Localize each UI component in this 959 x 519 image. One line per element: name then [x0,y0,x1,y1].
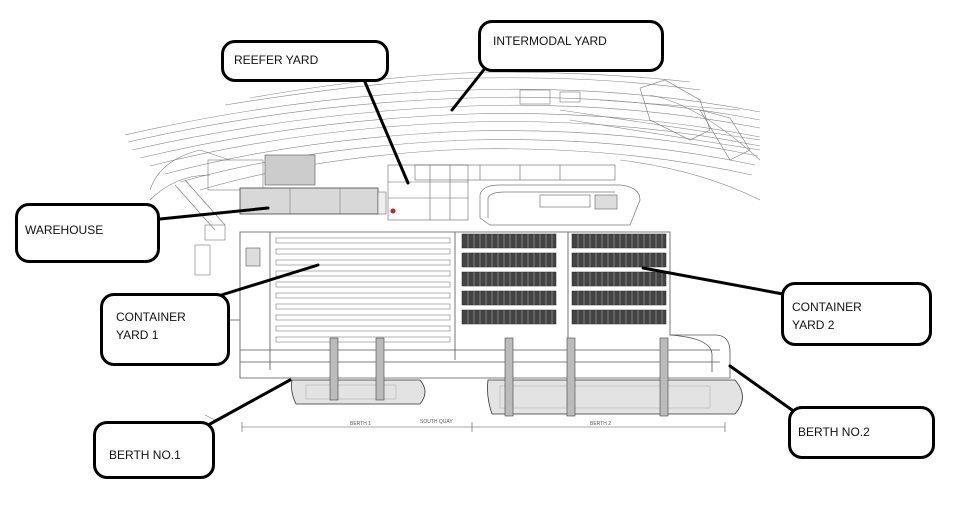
quay-dimension-line [241,422,726,432]
ship-berth-1 [291,379,426,405]
quay-cranes [329,337,669,417]
container-yard-1 [275,237,451,343]
callout-warehouse: WAREHOUSE [15,203,160,263]
yard-2-stack [461,252,557,268]
callout-berth-1: BERTH NO.1 [93,421,215,479]
callout-leaders [158,60,794,426]
reefer-yard-blocks [387,164,616,221]
yard-2-stack [571,271,667,287]
berth-1-leader [208,378,292,426]
warehouse-leader [158,206,270,221]
berth-1-label: BERTH NO.1 [109,448,181,462]
yard-2-stack [571,252,667,268]
terminal-boundary [200,231,731,379]
callout-intermodal-yard: INTERMODAL YARD [478,20,664,72]
yard-1-row [275,303,451,310]
ship-berth-2 [487,379,743,415]
container-yard-1-label-line1: CONTAINER [116,310,186,324]
container-yard-1-leader [213,263,320,299]
rail-tracks [124,71,761,201]
callout-reefer-yard: REEFER YARD [221,40,389,82]
container-yard-2-label-line2: YARD 2 [792,318,835,332]
yard-1-row [275,292,451,299]
intermodal-leader [450,60,492,112]
reefer-leader [363,80,410,185]
yard-2-stack [461,290,557,306]
berth-1-dim-label: BERTH 1 [350,421,371,427]
yard-1-row [275,314,451,321]
container-yard-2 [461,233,667,325]
intermodal-yard-label: INTERMODAL YARD [493,34,607,48]
berthed-ships [291,379,743,415]
yard-2-stack [461,309,557,325]
berth-2-leader [728,364,794,412]
container-yard-1-label-line2: YARD 1 [116,328,159,342]
warehouse-zone [194,154,387,276]
container-yard-2-leader [641,266,785,296]
yard-2-stack [571,309,667,325]
yard-1-row [275,259,451,266]
warehouse-label: WAREHOUSE [25,223,104,237]
yard-2-stack [461,233,557,249]
yard-1-row [275,281,451,288]
yard-2-stack [571,233,667,249]
yard-1-row [275,336,451,343]
reefer-yard-label: REEFER YARD [234,53,319,67]
callout-container-yard-2: CONTAINER YARD 2 [781,282,932,346]
yard-1-row [275,325,451,332]
callout-container-yard-1: CONTAINER YARD 1 [100,293,230,366]
container-yard-2-label-line1: CONTAINER [792,300,862,314]
callout-berth-2: BERTH NO.2 [788,406,935,459]
intermodal-loop [479,184,641,226]
berth-2-label: BERTH NO.2 [798,425,870,439]
yard-2-stack [461,271,557,287]
yard-1-row [275,248,451,255]
northeast-buildings [149,79,751,201]
yard-2-stack [571,290,667,306]
berth-2-dim-label: BERTH 2 [590,421,611,427]
south-quay-label: SOUTH QUAY [420,419,453,425]
yard-1-row [275,270,451,277]
yard-1-row [275,237,451,244]
